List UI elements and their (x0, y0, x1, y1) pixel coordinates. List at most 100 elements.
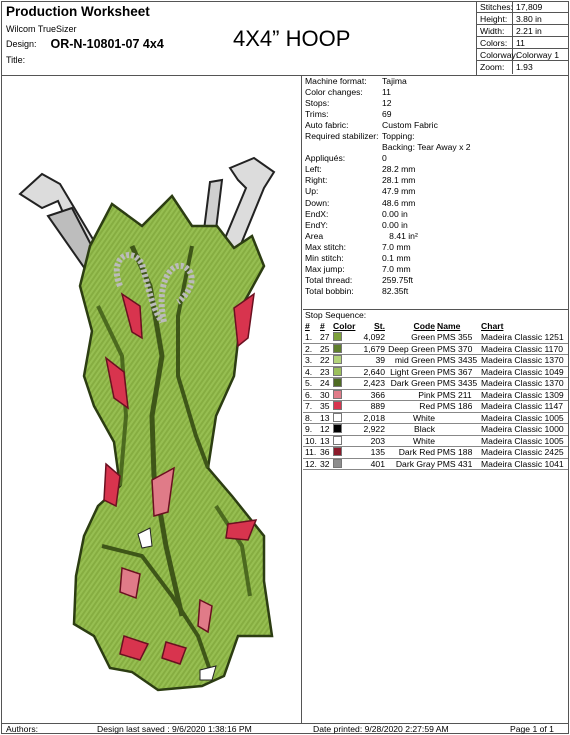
info-value: 0 (382, 153, 387, 164)
title-label: Title: (6, 55, 26, 65)
row-chart: Madeira Classic 1147 (481, 400, 568, 413)
color-swatch (333, 447, 342, 457)
info-row: Trims:69 (303, 109, 568, 120)
info-row: Up:47.9 mm (303, 186, 568, 197)
info-row: Total thread:259.75ft (303, 275, 568, 286)
stat-label: Zoom: (477, 61, 513, 74)
row-number: 7. (303, 400, 320, 413)
color-swatch (333, 424, 342, 434)
row-name: PMS 431 (437, 458, 481, 471)
stat-row: Stitches:17,809 (477, 1, 569, 14)
color-swatch (333, 435, 342, 445)
last-saved: Design last saved : 9/6/2020 1:38:16 PM (97, 724, 252, 734)
row-number: 2. (303, 343, 320, 356)
row-name: PMS 355 (437, 332, 481, 344)
row-chart: Madeira Classic 1049 (481, 366, 568, 379)
info-row: Right:28.1 mm (303, 175, 568, 186)
color-swatch (333, 412, 342, 422)
info-value: Topping: (382, 131, 415, 142)
row-stitches: 39 (363, 354, 385, 367)
stat-label: Colorway: (477, 49, 518, 61)
info-label: EndX: (305, 208, 329, 219)
row-stitches: 203 (363, 435, 385, 448)
row-id: 25 (320, 343, 333, 356)
row-code: Dark Green (385, 377, 437, 390)
row-id: 35 (320, 400, 333, 413)
embroidery-preview (2, 76, 302, 723)
row-color (333, 354, 363, 367)
row-color (333, 389, 363, 402)
row-number: 11. (303, 446, 320, 459)
info-row: Machine format:Tajima (303, 76, 568, 87)
row-stitches: 2,922 (363, 423, 385, 436)
row-code: Red (385, 400, 437, 413)
info-label: Color changes: (305, 87, 363, 98)
row-stitches: 2,423 (363, 377, 385, 390)
stop-sequence-title: Stop Sequence: (305, 310, 367, 320)
row-number: 6. (303, 389, 320, 402)
info-row: Min stitch:0.1 mm (303, 253, 568, 264)
row-name (437, 412, 481, 425)
info-label: Max jump: (305, 263, 345, 274)
row-number: 1. (303, 332, 320, 344)
row-id: 13 (320, 412, 333, 425)
row-color (333, 412, 363, 425)
row-number: 12. (303, 458, 320, 471)
row-id: 23 (320, 366, 333, 379)
info-label: Required stabilizer: (305, 131, 379, 142)
row-code: Light Green (385, 366, 437, 379)
row-stitches: 2,018 (363, 412, 385, 425)
zombie-hands-embroidery-image (18, 156, 276, 692)
info-label: Appliqués: (305, 153, 346, 164)
col-header-name: Name (437, 321, 461, 332)
info-value: 8.41 in² (382, 230, 418, 241)
date-printed: Date printed: 9/28/2020 2:27:59 AM (313, 724, 449, 734)
info-value: 47.9 mm (382, 186, 416, 197)
row-chart: Madeira Classic 1041 (481, 458, 568, 471)
row-number: 4. (303, 366, 320, 379)
stat-label: Height: (477, 13, 513, 25)
info-value: 7.0 mm (382, 263, 411, 274)
info-value: 82.35ft (382, 285, 409, 296)
stop-sequence: Stop Sequence: # # Color St. Code Name C… (303, 310, 568, 471)
design-name: OR-N-10801-07 4x4 (50, 37, 164, 51)
row-number: 9. (303, 423, 320, 436)
software-name: Wilcom TrueSizer (6, 24, 77, 34)
row-chart: Madeira Classic 1309 (481, 389, 568, 402)
row-color (333, 366, 363, 379)
info-label: Left: (305, 164, 322, 175)
row-code: Pink (385, 389, 437, 402)
stat-row: Width:2.21 in (477, 25, 569, 38)
row-name: PMS 3435 (437, 354, 481, 367)
row-code: White (385, 412, 437, 425)
col-header-chart: Chart (481, 321, 504, 332)
info-row: Max stitch:7.0 mm (303, 242, 568, 253)
color-swatch (333, 458, 342, 468)
row-code: Deep Green (385, 343, 437, 356)
info-value: 11 (382, 87, 391, 98)
authors-label: Authors: (6, 724, 39, 734)
row-chart: Madeira Classic 1370 (481, 377, 568, 390)
row-code: Green (385, 332, 437, 344)
info-value: 28.1 mm (382, 175, 416, 186)
col-header-stitches: St. (374, 321, 385, 332)
info-value: 69 (382, 109, 392, 120)
info-value: 0.1 mm (382, 252, 411, 263)
page-title: Production Worksheet (6, 4, 150, 19)
row-id: 12 (320, 423, 333, 436)
info-row: Color changes: 11 (303, 87, 568, 98)
worksheet-footer: Authors: Design last saved : 9/6/2020 1:… (2, 723, 568, 735)
row-id: 27 (320, 332, 333, 344)
info-value: 7.0 mm (382, 241, 411, 252)
color-swatch (333, 343, 342, 353)
info-label: Total bobbin: (305, 285, 354, 296)
info-value: 259.75ft (382, 274, 414, 285)
row-stitches: 366 (363, 389, 385, 402)
